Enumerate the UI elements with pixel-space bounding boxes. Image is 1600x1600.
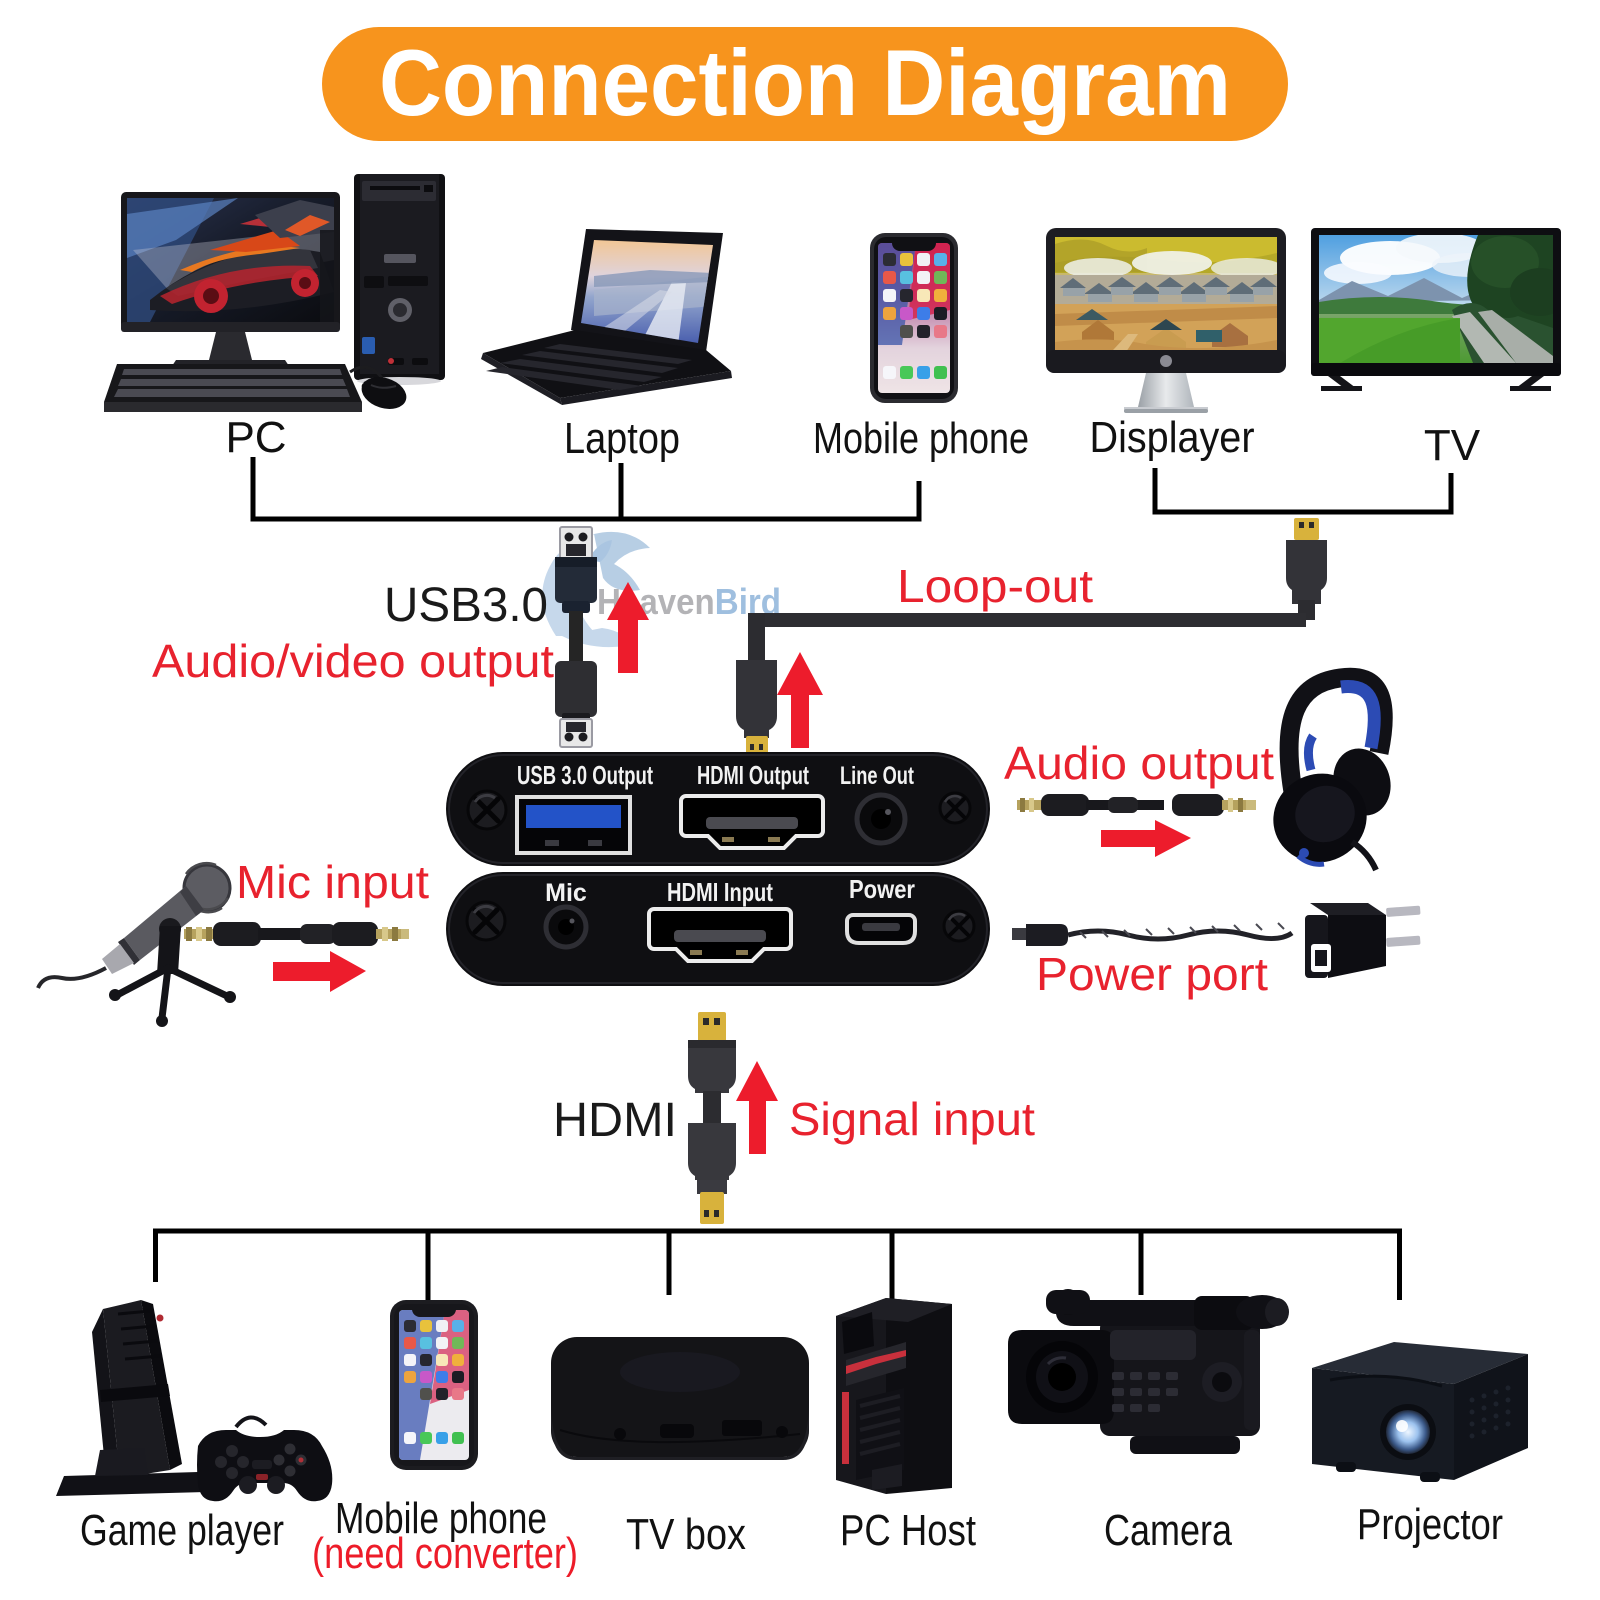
svg-text:(need converter): (need converter) [312, 1529, 578, 1578]
svg-text:Line Out: Line Out [840, 762, 914, 790]
svg-text:HDMI: HDMI [553, 1094, 677, 1147]
svg-text:TV: TV [1424, 421, 1481, 470]
svg-text:USB 3.0 Output: USB 3.0 Output [517, 760, 653, 790]
svg-text:TV box: TV box [626, 1510, 746, 1559]
svg-text:Loop-out: Loop-out [897, 560, 1093, 612]
svg-text:HDMI Output: HDMI Output [697, 760, 809, 790]
svg-text:Camera: Camera [1104, 1506, 1232, 1555]
svg-text:PC: PC [225, 413, 286, 462]
svg-text:Audio output: Audio output [1004, 737, 1274, 789]
svg-text:Power: Power [849, 874, 915, 904]
svg-text:HDMI Input: HDMI Input [667, 877, 773, 907]
svg-text:Displayer: Displayer [1090, 413, 1255, 462]
svg-text:Laptop: Laptop [564, 414, 680, 463]
svg-text:Signal input: Signal input [789, 1093, 1035, 1145]
svg-text:Mobile phone: Mobile phone [813, 414, 1029, 463]
svg-text:Game player: Game player [80, 1506, 284, 1555]
svg-text:Mic: Mic [545, 879, 587, 907]
svg-text:Power port: Power port [1036, 948, 1268, 1000]
svg-text:Mobile phone: Mobile phone [335, 1494, 547, 1543]
svg-text:PC Host: PC Host [840, 1506, 976, 1555]
svg-text:USB3.0: USB3.0 [384, 579, 548, 632]
svg-text:Connection Diagram: Connection Diagram [379, 30, 1231, 135]
svg-text:Projector: Projector [1357, 1500, 1503, 1549]
svg-text:Audio/video output: Audio/video output [152, 635, 554, 687]
svg-text:Mic input: Mic input [236, 856, 429, 908]
